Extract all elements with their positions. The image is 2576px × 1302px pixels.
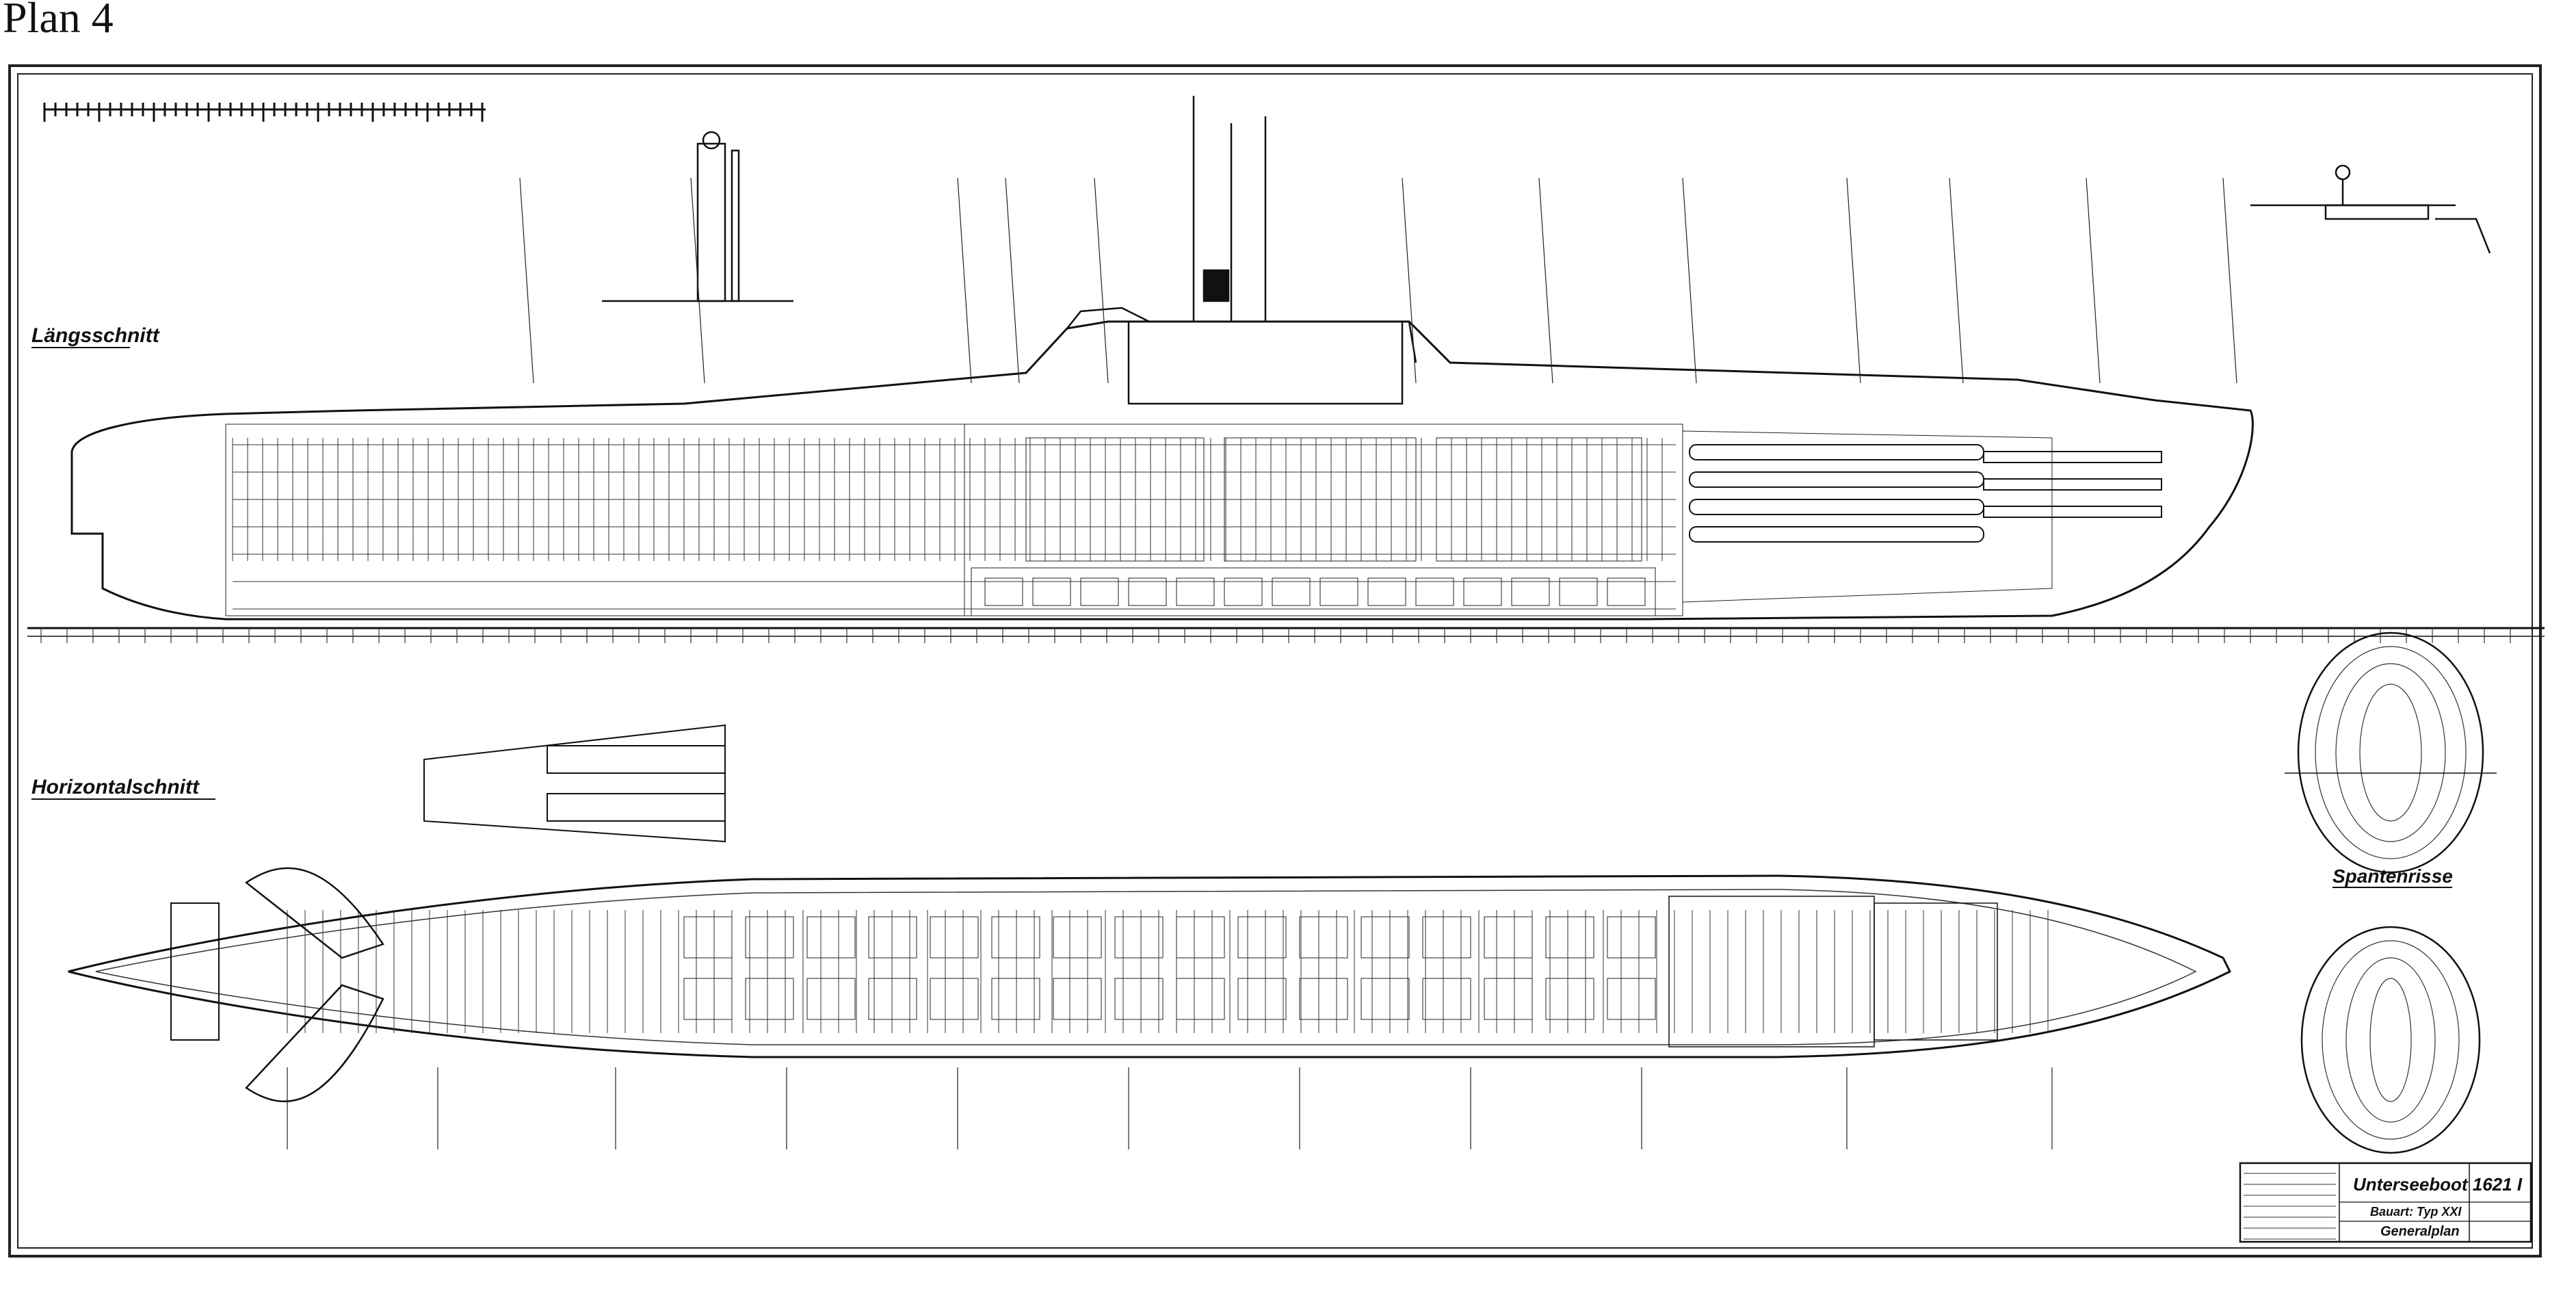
battery-cell	[984, 577, 1023, 606]
plan-compartment	[683, 916, 733, 959]
battery-cell	[1463, 577, 1502, 606]
plan-compartment	[868, 916, 917, 959]
plan-compartment	[745, 916, 794, 959]
battery-cell	[1559, 577, 1598, 606]
plan-compartment	[806, 978, 856, 1020]
leader-line	[1682, 177, 1697, 384]
leader-line	[2222, 177, 2237, 384]
leader-line	[1402, 177, 1417, 384]
plan-compartment	[1114, 978, 1164, 1020]
title-block: Unterseeboot 1621 I Bauart: Typ XXI Gene…	[2239, 1162, 2532, 1243]
plan-compartment	[1607, 978, 1656, 1020]
plan-compartment	[1484, 916, 1533, 959]
battery-cell	[1176, 577, 1215, 606]
plan-compartment	[930, 916, 979, 959]
battery-cell	[1319, 577, 1358, 606]
sheet-inner-border	[17, 73, 2533, 1249]
leader-line	[519, 177, 534, 384]
plan-compartment	[1053, 978, 1102, 1020]
plan-compartment	[991, 978, 1040, 1020]
plan-compartment	[745, 978, 794, 1020]
leader-line	[690, 177, 705, 384]
plan-compartment	[1176, 916, 1225, 959]
battery-cell	[1224, 577, 1263, 606]
plan-compartment	[1361, 916, 1410, 959]
battery-cell	[1511, 577, 1550, 606]
plan-compartment	[1361, 978, 1410, 1020]
battery-cell	[1080, 577, 1119, 606]
frame-sections-label: Spantenrisse	[2332, 865, 2453, 887]
plan-compartment	[1237, 916, 1287, 959]
leader-line	[1005, 177, 1020, 384]
torpedo-room-plan	[1668, 896, 1998, 1047]
plan-compartment	[1053, 916, 1102, 959]
plan-compartment	[1299, 978, 1348, 1020]
longitudinal-section: Längsschnitt	[27, 96, 2545, 643]
plan-compartment	[868, 978, 917, 1020]
battery-cell	[1415, 577, 1454, 606]
battery-cell	[1128, 577, 1167, 606]
plan-compartment	[1545, 978, 1594, 1020]
hull-profile	[70, 320, 2254, 621]
snorkel-detail	[602, 131, 793, 302]
longitudinal-section-label: Längsschnitt	[31, 324, 161, 347]
horizontal-section-label: Horizontalschnitt	[31, 776, 200, 798]
plan-compartment	[1484, 978, 1533, 1020]
battery-cell	[1607, 577, 1646, 606]
plan-compartment	[991, 916, 1040, 959]
battery-cell	[1032, 577, 1071, 606]
plan-compartment	[1299, 916, 1348, 959]
plan-compartment	[1422, 978, 1471, 1020]
leader-line	[1846, 177, 1861, 384]
plan-compartment	[1607, 916, 1656, 959]
leader-line	[1538, 177, 1553, 384]
scale-bar	[43, 103, 486, 122]
periscope-detail	[2250, 164, 2491, 254]
title-block-type: Bauart: Typ XXI	[2370, 1205, 2462, 1219]
plan-compartment	[1176, 978, 1225, 1020]
leader-line	[957, 177, 972, 384]
leader-line	[1094, 177, 1109, 384]
leader-line	[1949, 177, 1964, 384]
title-block-boat: Unterseeboot 1621 I	[2353, 1174, 2523, 1195]
frame-sections: Spantenrisse	[2285, 632, 2497, 1154]
plan-compartment	[806, 916, 856, 959]
torpedo-tubes	[1689, 444, 2162, 543]
conning-tower	[1066, 96, 1417, 405]
plan-compartment	[1237, 978, 1287, 1020]
plan-compartment	[1114, 916, 1164, 959]
plan-compartment	[930, 978, 979, 1020]
hull-plan	[68, 874, 2232, 1058]
horizontal-section: Horizontalschnitt	[31, 724, 2232, 1102]
sheet-outer-border	[8, 64, 2542, 1258]
plan-compartment	[1545, 916, 1594, 959]
plan-compartment	[683, 978, 733, 1020]
leader-line	[2086, 177, 2101, 384]
battery-cell	[1367, 577, 1406, 606]
title-block-sheet: Generalplan	[2380, 1224, 2460, 1239]
plan-compartment	[1422, 916, 1471, 959]
plan-label: Plan 4	[3, 0, 114, 42]
battery-cell	[1272, 577, 1311, 606]
